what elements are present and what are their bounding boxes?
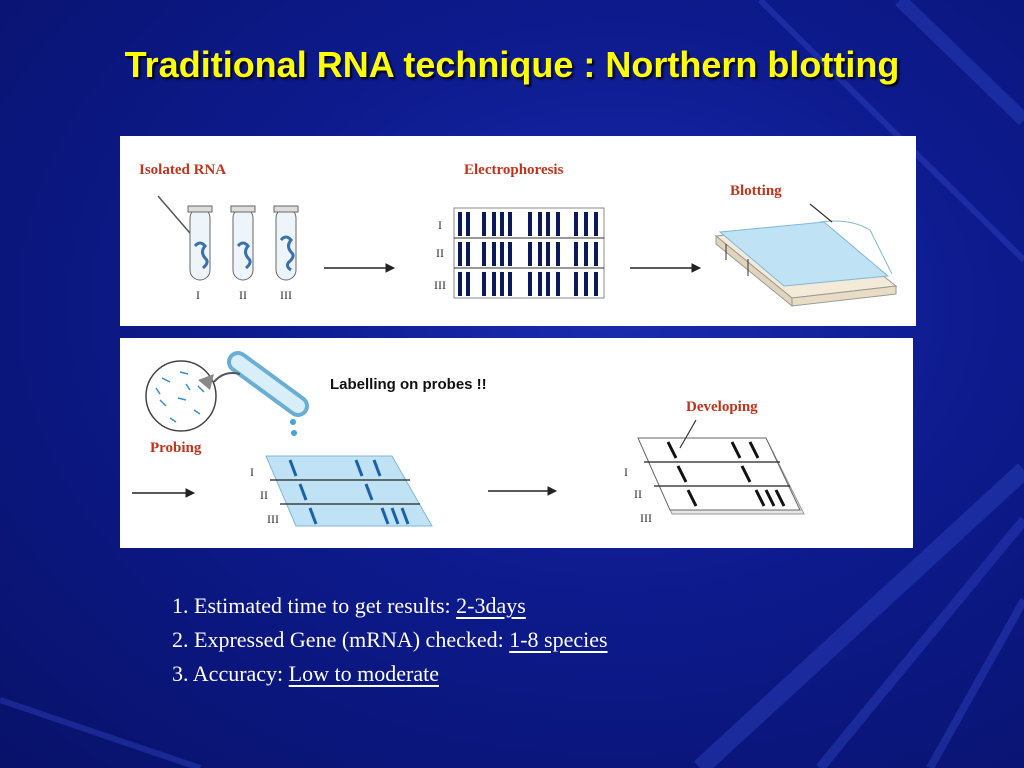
panel-isolation-to-blotting: Isolated RNA Electrophoresis Blotting I … [120, 136, 916, 326]
film-band [764, 489, 776, 507]
probe-dash [169, 417, 177, 423]
film-lane-label-i: I [624, 465, 628, 479]
film-band [740, 465, 752, 483]
result-value: 2-3days [456, 593, 526, 618]
tube-label-iii: III [280, 288, 292, 302]
probe-band [380, 507, 390, 525]
label-isolated-rna: Isolated RNA [139, 162, 227, 178]
blotting-pointer [809, 203, 833, 223]
test-tube-iii [273, 205, 299, 281]
probe-band [288, 459, 298, 477]
result-label: 3. Accuracy: [172, 661, 289, 686]
probe-band [308, 507, 318, 525]
probe-dash [179, 371, 189, 375]
pouring-tube [198, 351, 309, 436]
film-band [676, 465, 688, 483]
probe-lane-label-i: I [250, 465, 254, 479]
probe-band [364, 483, 374, 501]
bottom-panel-illustration: I II III I II III [132, 351, 805, 527]
lane-label-ii: II [436, 246, 444, 260]
probe-dash [177, 397, 187, 401]
test-tube-i [187, 205, 213, 281]
film-lane-label-ii: II [634, 487, 642, 501]
probe-dash [193, 409, 201, 415]
developing-pointer [679, 419, 697, 449]
film-band [748, 441, 760, 459]
probe-lane-label-ii: II [260, 488, 268, 502]
probe-lane-label-iii: III [267, 512, 279, 526]
probed-membrane [265, 455, 433, 527]
electrophoresis-gel [453, 207, 605, 299]
film-band [774, 489, 786, 507]
lane-label-i: I [438, 218, 442, 232]
arrow-icon [132, 488, 196, 498]
result-label: 2. Expressed Gene (mRNA) checked: [172, 627, 510, 652]
label-developing: Developing [686, 399, 758, 415]
label-blotting: Blotting [730, 183, 782, 199]
blotting-stack [714, 220, 898, 308]
result-value: 1-8 species [509, 627, 608, 652]
probe-band [372, 459, 382, 477]
arrow-icon [324, 263, 396, 273]
test-tube-ii [230, 205, 256, 281]
probe-dash [161, 377, 171, 383]
arrow-icon [630, 263, 702, 273]
result-genes: 2. Expressed Gene (mRNA) checked: 1-8 sp… [172, 623, 608, 657]
label-labelling-on-probes: Labelling on probes !! [330, 376, 487, 393]
probe-band [400, 507, 410, 525]
result-label: 1. Estimated time to get results: [172, 593, 457, 618]
probe-dash [155, 387, 161, 395]
probe-dash [159, 399, 167, 407]
developed-film [637, 437, 805, 515]
page-title: Traditional RNA technique : Northern blo… [124, 44, 900, 85]
arrow-icon [488, 486, 558, 496]
result-accuracy: 3. Accuracy: Low to moderate [172, 657, 608, 691]
film-band [666, 441, 678, 459]
film-lane-label-iii: III [640, 511, 652, 525]
label-electrophoresis: Electrophoresis [464, 162, 564, 178]
lane-label-iii: III [434, 278, 446, 292]
probe-dash [185, 383, 191, 391]
result-value: Low to moderate [288, 661, 439, 686]
tube-label-ii: II [239, 288, 247, 302]
film-band [686, 489, 698, 507]
film-band [730, 441, 742, 459]
film-band [754, 489, 766, 507]
probe-band [390, 507, 400, 525]
probe-band [298, 483, 308, 501]
tube-label-i: I [196, 288, 200, 302]
label-probing: Probing [150, 440, 202, 456]
probe-dish [145, 360, 217, 432]
results-list: 1. Estimated time to get results: 2-3day… [172, 589, 608, 691]
top-panel-illustration: I II III I II III [157, 195, 898, 308]
result-time: 1. Estimated time to get results: 2-3day… [172, 589, 608, 623]
panel-probing-to-developing: Labelling on probes !! Probing Developin… [120, 338, 913, 548]
probe-band [354, 459, 364, 477]
probe-dash [197, 385, 205, 393]
